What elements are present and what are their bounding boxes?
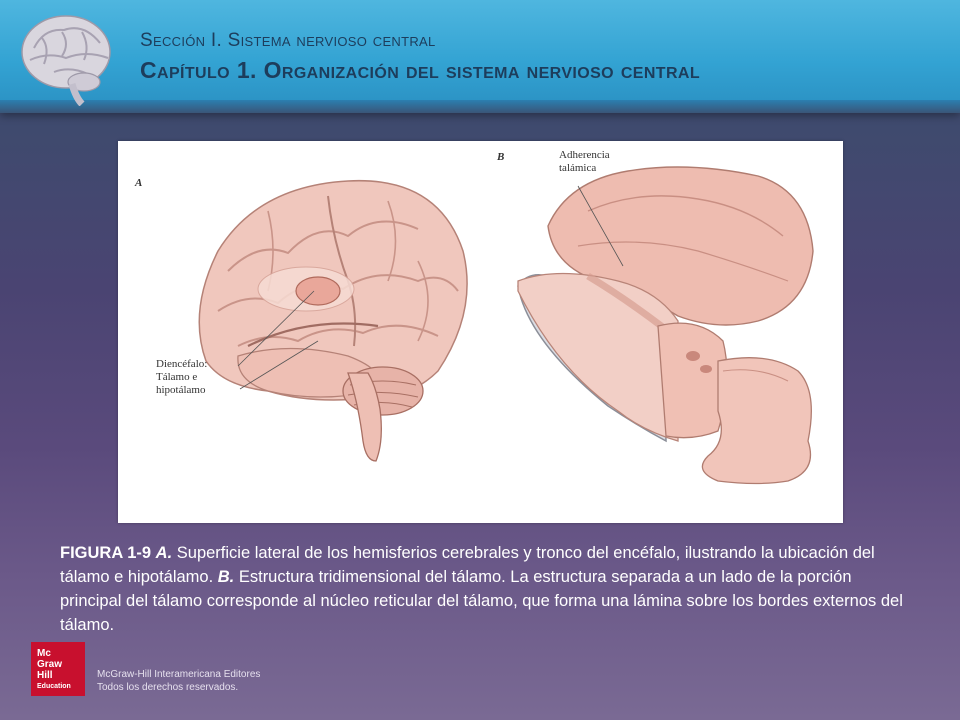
header-bar: Sección I. Sistema nervioso central Capí… xyxy=(0,0,960,113)
logo-line4: Education xyxy=(37,683,71,690)
caption-part-a-text: Superficie lateral de los hemisferios ce… xyxy=(60,544,875,586)
label-adherencia-line2: talámica xyxy=(559,162,597,174)
chapter-title: Capítulo 1. Organización del sistema ner… xyxy=(140,57,701,83)
header-divider xyxy=(0,100,960,113)
brain-icon xyxy=(21,15,111,106)
publisher-name: McGraw-Hill Interamericana Editores xyxy=(97,669,261,680)
label-adherencia: Adherencia talámica xyxy=(559,149,610,175)
label-diencefalo: Diencéfalo: Tálamo e hipotálamo xyxy=(156,358,207,397)
panel-b-label: B xyxy=(497,151,505,163)
label-diencefalo-line2: Tálamo e xyxy=(156,371,198,383)
caption-figure-number: FIGURA 1-9 xyxy=(60,544,152,562)
rights-text: Todos los derechos reservados. xyxy=(97,682,239,693)
figure-image: A B Diencéfalo: Tálamo e hipotálamo Adhe… xyxy=(118,141,843,523)
panel-a-label: A xyxy=(135,177,143,189)
label-adherencia-line1: Adherencia xyxy=(559,149,610,161)
footer-credits: McGraw-Hill Interamericana Editores Todo… xyxy=(97,668,260,694)
section-title: Sección I. Sistema nervioso central xyxy=(140,30,436,51)
label-diencefalo-line3: hipotálamo xyxy=(156,384,206,396)
logo-line1: Mc xyxy=(37,648,51,659)
caption-part-b-marker: B. xyxy=(217,568,235,586)
logo-line3: Hill xyxy=(37,670,53,681)
label-diencefalo-line1: Diencéfalo: xyxy=(156,358,208,370)
figure-illustration xyxy=(198,166,814,485)
caption-part-b-text: Estructura tridimensional del tálamo. La… xyxy=(60,568,903,634)
figure-caption: FIGURA 1-9 A. Superficie lateral de los … xyxy=(60,541,910,637)
publisher-logo: Mc Graw Hill Education xyxy=(31,642,85,696)
thalamus-3d-illustration xyxy=(517,166,814,485)
logo-line2: Graw xyxy=(37,659,63,670)
caption-part-a-marker: A. xyxy=(155,544,173,562)
brain-lateral-illustration xyxy=(198,179,468,462)
